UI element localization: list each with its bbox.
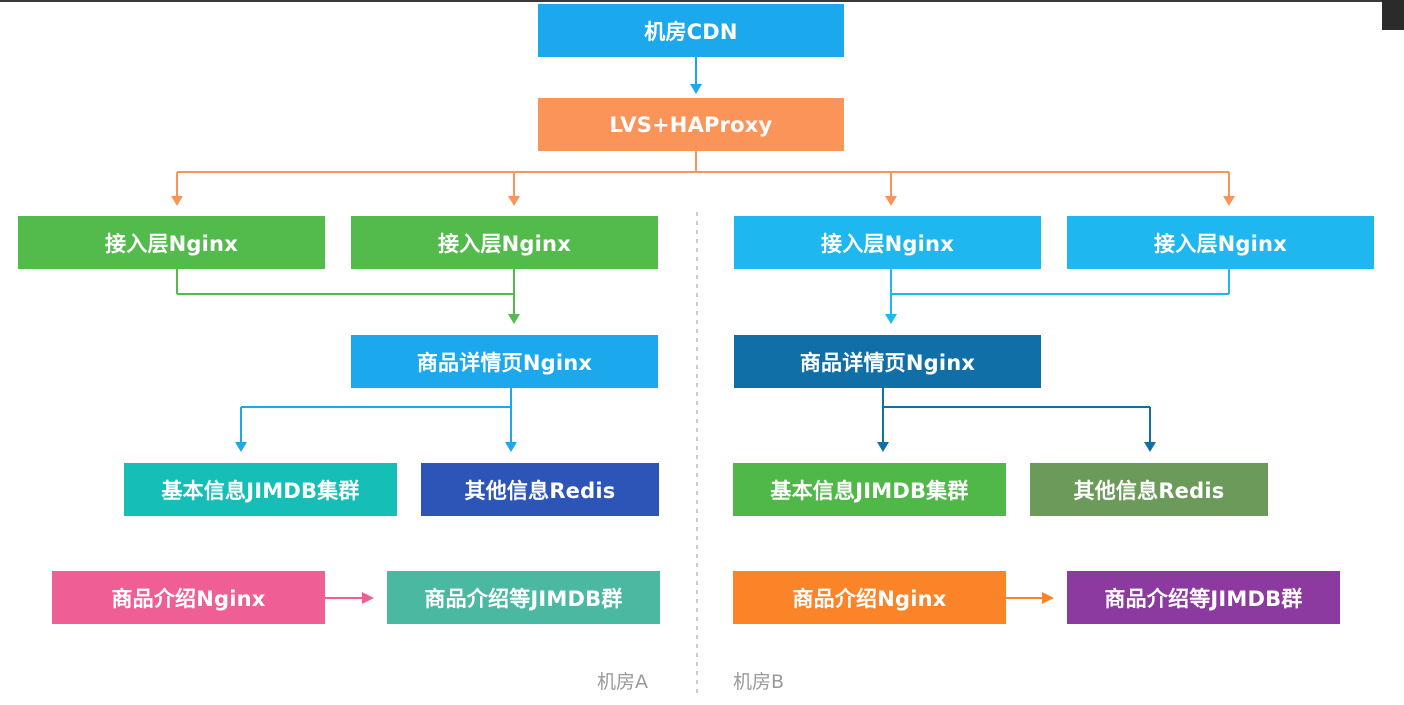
node-a-intro-jimdb: 商品介绍等JIMDB群 — [387, 571, 660, 624]
edge-b-intro — [1006, 592, 1054, 604]
arrowheads-b-storage — [877, 442, 1156, 452]
edge-b-access-detail — [890, 269, 1230, 316]
node-b-access-nginx-1: 接入层Nginx — [734, 216, 1041, 269]
node-a-other-info-redis: 其他信息Redis — [421, 463, 659, 516]
arrowhead-b-detail — [885, 314, 897, 324]
node-a-detail-nginx: 商品详情页Nginx — [351, 335, 658, 388]
edge-cdn-lvs — [690, 57, 702, 94]
window-top-border — [0, 0, 1404, 2]
node-b-detail-nginx: 商品详情页Nginx — [734, 335, 1041, 388]
node-b-access-nginx-2: 接入层Nginx — [1067, 216, 1374, 269]
room-b-label: 机房B — [733, 671, 785, 693]
node-lvs-haproxy: LVS+HAProxy — [538, 98, 844, 151]
node-b-intro-nginx: 商品介绍Nginx — [733, 571, 1006, 624]
arrowheads-lvs-access — [171, 196, 1235, 206]
node-a-intro-nginx: 商品介绍Nginx — [52, 571, 325, 624]
arrowheads-a-storage — [235, 442, 517, 452]
edge-a-access-detail — [176, 269, 515, 316]
edge-lvs-access — [176, 151, 1230, 198]
edge-a-detail-storage — [240, 388, 512, 444]
node-a-basic-info-jimdb: 基本信息JIMDB集群 — [124, 463, 397, 516]
edge-b-detail-storage — [882, 388, 1151, 444]
node-a-access-nginx-1: 接入层Nginx — [18, 216, 325, 269]
room-a-label: 机房A — [597, 671, 648, 693]
edge-a-intro — [325, 592, 374, 604]
node-b-basic-info-jimdb: 基本信息JIMDB集群 — [733, 463, 1006, 516]
node-b-other-info-redis: 其他信息Redis — [1030, 463, 1268, 516]
node-b-intro-jimdb: 商品介绍等JIMDB群 — [1067, 571, 1340, 624]
node-cdn: 机房CDN — [538, 4, 844, 57]
window-corner — [1382, 0, 1404, 30]
arrowhead-a-detail — [508, 314, 520, 324]
node-a-access-nginx-2: 接入层Nginx — [351, 216, 658, 269]
